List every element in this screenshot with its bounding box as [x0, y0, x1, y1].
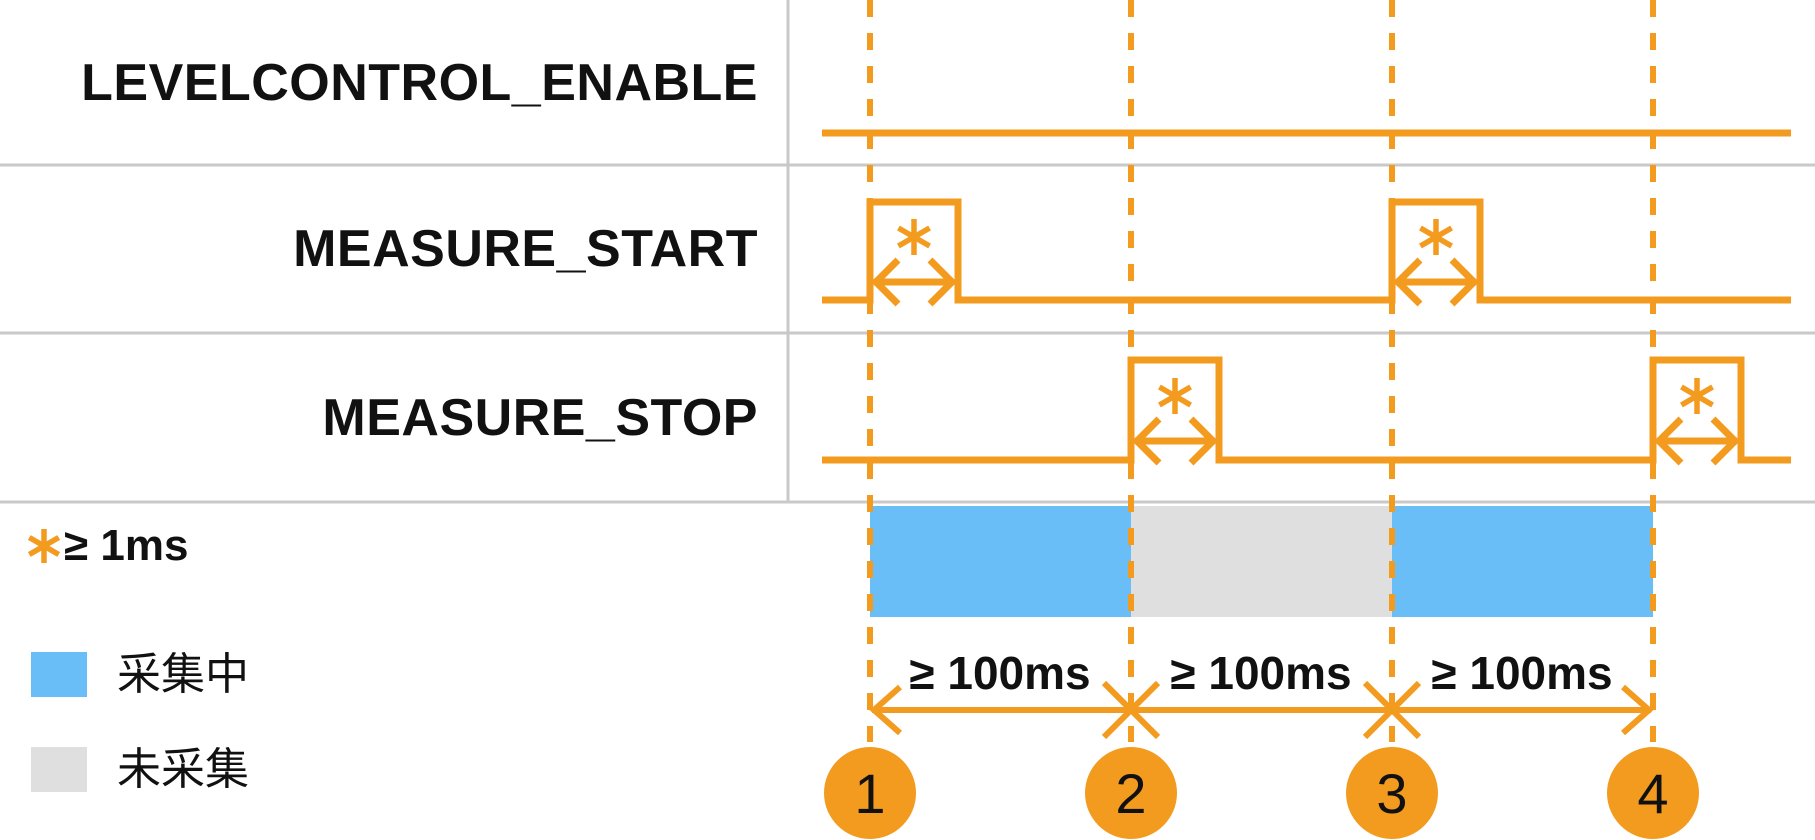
footnote-asterisk-icon — [27, 529, 61, 563]
marker-circle-2: 2 — [1085, 747, 1177, 839]
legend-swatch-idle — [31, 747, 87, 792]
interval-label-3: ≥ 100ms — [1431, 647, 1613, 699]
legend-label-idle: 未采集 — [117, 745, 249, 794]
marker-circle-3: 3 — [1346, 747, 1438, 839]
pulse-width-arrow — [1393, 257, 1479, 307]
grid-lines — [0, 0, 1815, 504]
span-arrow-right-head — [1621, 684, 1654, 736]
interval-span-arrow — [869, 680, 1654, 740]
asterisk-icon — [1419, 219, 1453, 255]
legend-swatch-acquiring — [31, 652, 87, 697]
waveforms — [822, 129, 1791, 464]
idle-bar — [1131, 506, 1392, 617]
measure-stop-wave — [822, 356, 1791, 464]
orange-graphics — [27, 0, 1791, 742]
interval-label-1: ≥ 100ms — [909, 647, 1091, 699]
marker-label: 3 — [1376, 761, 1408, 825]
marker-label: 4 — [1637, 761, 1669, 825]
pulse-width-arrow — [1132, 416, 1218, 466]
marker-circle-1: 1 — [824, 747, 916, 839]
pulse-width-arrow — [871, 257, 957, 307]
acquisition-bars — [870, 506, 1653, 617]
marker-label: 2 — [1115, 761, 1147, 825]
marker-circle-4: 4 — [1607, 747, 1699, 839]
acquiring-bar-1 — [870, 506, 1131, 617]
measure-start-wave — [822, 198, 1791, 304]
span-arrow-left-head — [869, 684, 902, 736]
signal-label-levelcontrol-enable: LEVELCONTROL_ENABLE — [81, 53, 758, 112]
acquiring-bar-2 — [1392, 506, 1653, 617]
legend-label-acquiring: 采集中 — [117, 650, 249, 699]
crossing-x-icon — [1362, 680, 1422, 740]
interval-label-2: ≥ 100ms — [1170, 647, 1352, 699]
signal-label-measure-start: MEASURE_START — [293, 220, 758, 278]
pulse-width-arrow — [1654, 416, 1740, 466]
asterisk-icon — [1680, 378, 1714, 414]
crossing-x-icon — [1101, 680, 1161, 740]
signal-label-measure-stop: MEASURE_STOP — [322, 388, 758, 447]
footnote-text: ≥ 1ms — [64, 521, 189, 570]
asterisk-icon — [1158, 378, 1192, 414]
marker-label: 1 — [854, 761, 886, 825]
timeline-dashed-lines — [867, 0, 1656, 742]
asterisk-icon — [897, 219, 931, 255]
